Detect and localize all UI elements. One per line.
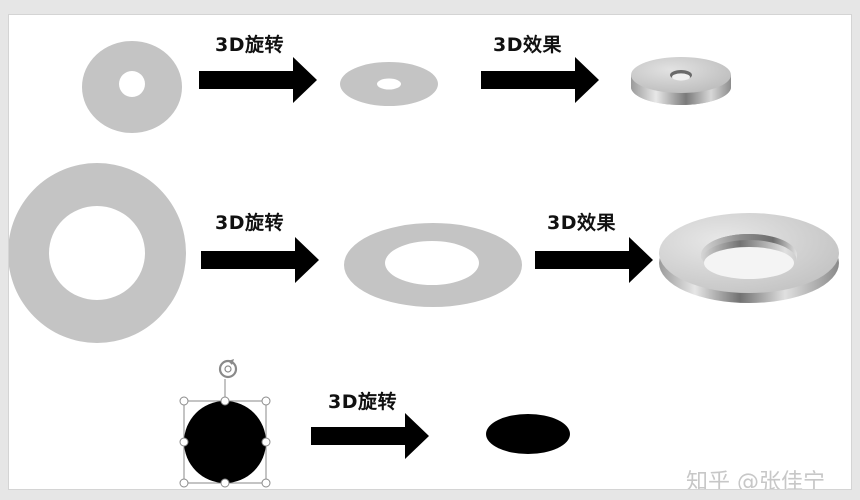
ring-large-3d-effect bbox=[659, 213, 839, 303]
right-arrow-icon bbox=[201, 237, 319, 283]
slide-canvas: 3D旋转 3D效果 3D bbox=[8, 14, 852, 490]
rotate-icon[interactable] bbox=[215, 356, 241, 382]
ring-small-rotated bbox=[340, 62, 438, 106]
step-label-3d-effect: 3D效果 bbox=[547, 212, 616, 234]
right-arrow-icon bbox=[535, 237, 653, 283]
watermark: 知乎 @张佳宁 bbox=[686, 470, 825, 490]
step-label-3d-rotation: 3D旋转 bbox=[328, 391, 397, 413]
ring-small-3d-effect bbox=[631, 57, 731, 105]
ring-large-flat bbox=[9, 163, 186, 343]
black-ellipse-rotated bbox=[486, 414, 570, 454]
right-arrow-icon bbox=[311, 413, 429, 459]
step-label-3d-rotation: 3D旋转 bbox=[215, 34, 284, 56]
step-label-3d-effect: 3D效果 bbox=[493, 34, 562, 56]
step-label-3d-rotation: 3D旋转 bbox=[215, 212, 284, 234]
ring-small-flat bbox=[82, 41, 182, 133]
ring-large-rotated bbox=[344, 223, 522, 307]
selected-black-circle[interactable] bbox=[177, 375, 277, 490]
right-arrow-icon bbox=[199, 57, 317, 103]
right-arrow-icon bbox=[481, 57, 599, 103]
